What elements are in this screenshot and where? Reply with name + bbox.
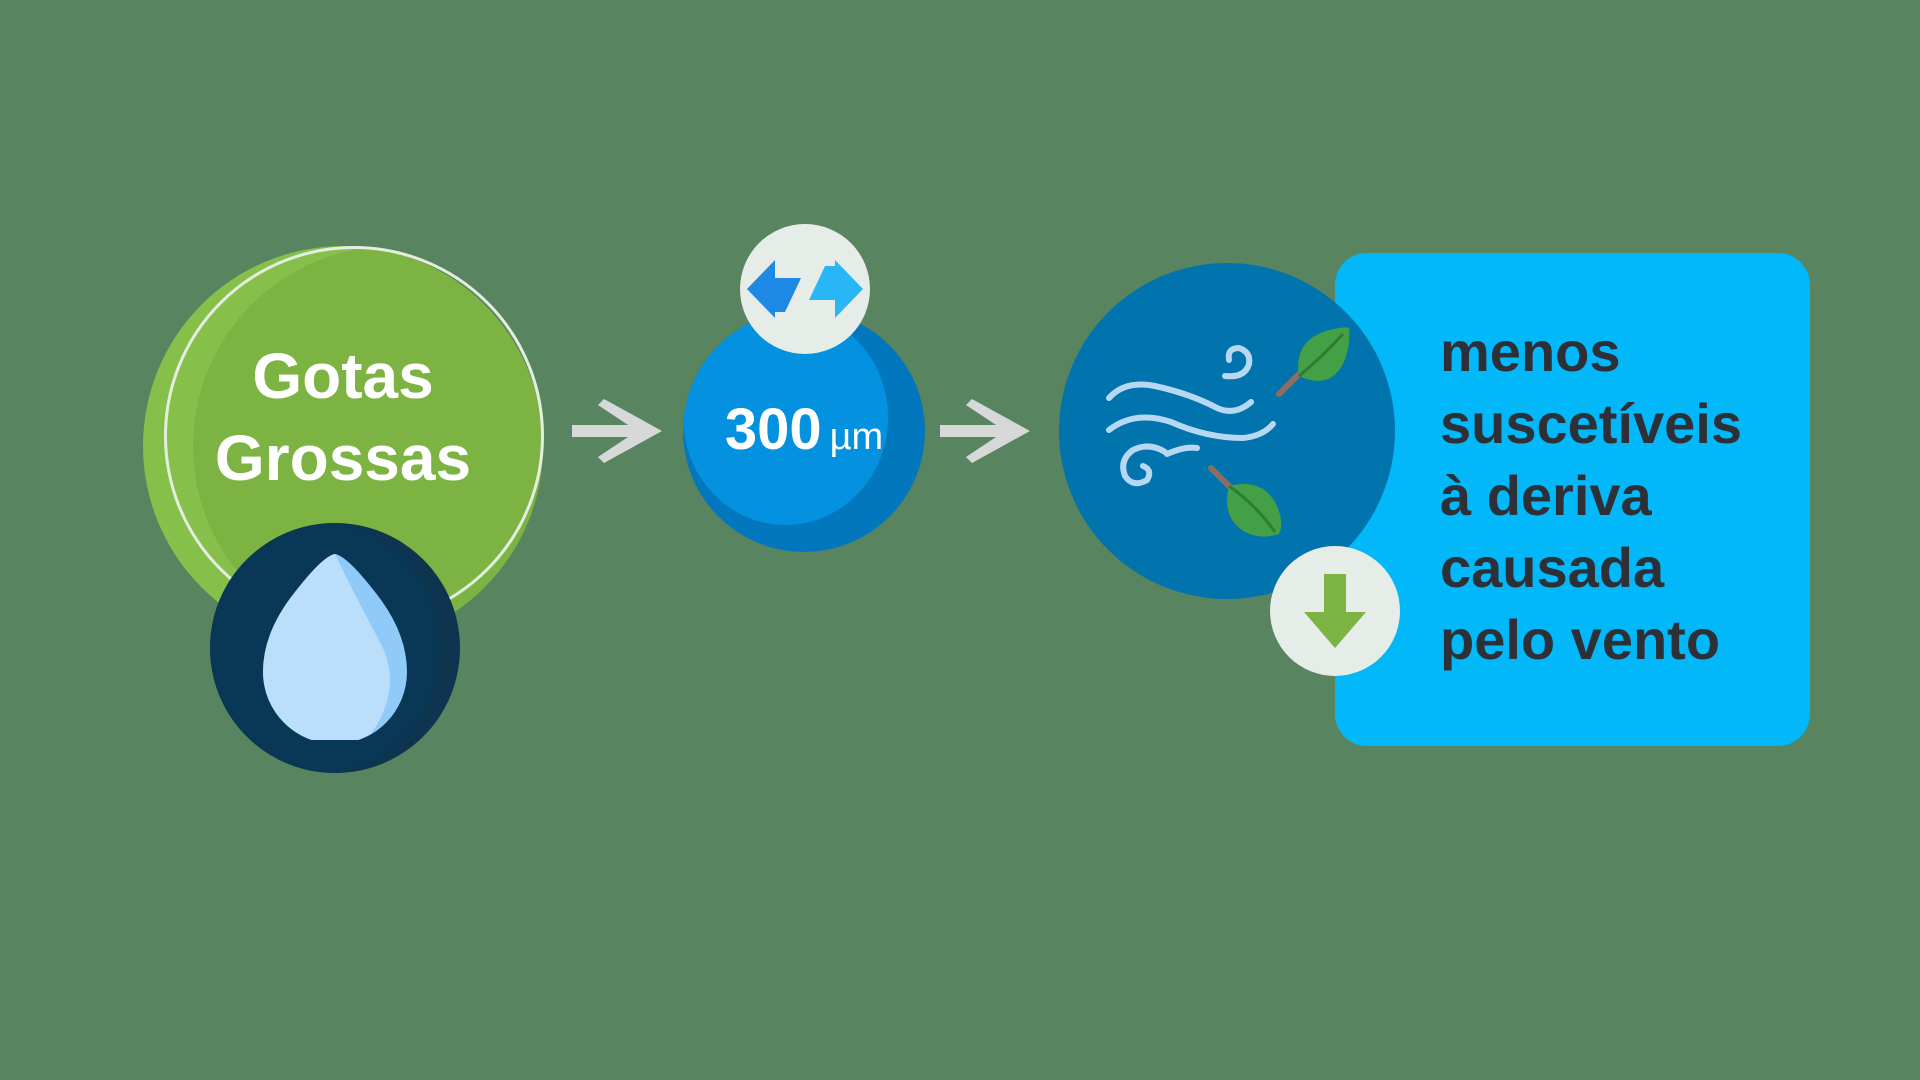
wind-icon [1106, 344, 1276, 487]
water-drop-icon [263, 554, 407, 740]
leaf-icon [1208, 465, 1282, 537]
flow-arrow-2-icon [940, 399, 1030, 463]
leaf-icon [1276, 327, 1350, 397]
drift-line-1: menos [1440, 320, 1621, 383]
droplet-type-title: Gotas Grossas [143, 335, 543, 499]
droplet-type-title-line-2: Grossas [214, 422, 472, 494]
drift-description-panel [1335, 253, 1810, 746]
droplet-size-value: 300 [724, 397, 822, 462]
wind-circle [1059, 263, 1395, 599]
drift-line-3: à deriva [1440, 464, 1652, 527]
drift-description-text: menos suscetíveis à deriva causada pelo … [1440, 316, 1742, 676]
drift-line-4: causada [1440, 536, 1665, 599]
droplet-type-title-line-1: Gotas [252, 340, 434, 412]
flow-arrow-1-icon [572, 399, 662, 463]
down-arrow-icon [1304, 574, 1366, 648]
double-arrow-icon [747, 260, 863, 318]
drift-line-2: suscetíveis [1440, 392, 1742, 455]
drift-line-5: pelo vento [1440, 608, 1721, 671]
droplet-size-unit: µm [829, 416, 884, 458]
